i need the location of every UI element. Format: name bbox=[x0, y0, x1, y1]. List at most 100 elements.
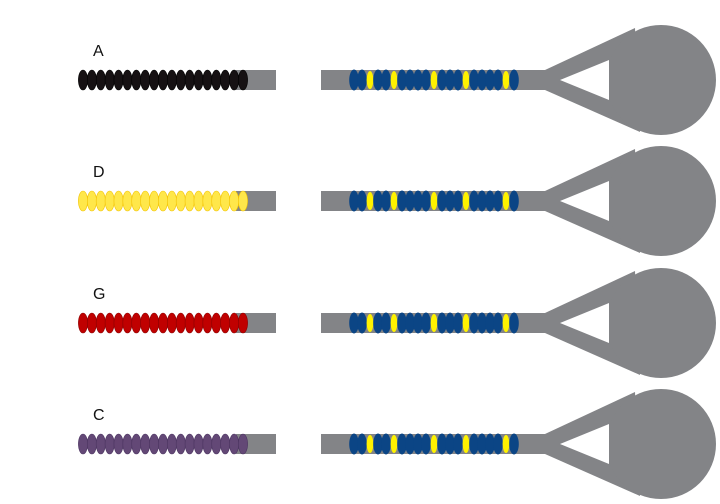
right-bead-blue bbox=[373, 69, 383, 91]
left-bead bbox=[238, 433, 248, 455]
left-bead bbox=[140, 190, 151, 212]
left-bead bbox=[202, 312, 213, 334]
left-bead bbox=[95, 312, 106, 334]
right-bead-blue bbox=[421, 190, 431, 212]
right-bead-yellow bbox=[390, 192, 398, 210]
right-bead-blue bbox=[437, 312, 447, 334]
right-bead-blue bbox=[469, 433, 479, 455]
right-bead-blue bbox=[397, 312, 407, 334]
loop-gap bbox=[560, 303, 609, 343]
right-bead-blue bbox=[493, 312, 503, 334]
left-bead bbox=[220, 190, 231, 212]
left-bead bbox=[166, 312, 177, 334]
left-bead bbox=[184, 312, 195, 334]
right-bead-blue bbox=[373, 312, 383, 334]
right-bead-blue bbox=[397, 433, 407, 455]
left-bead bbox=[175, 433, 186, 455]
right-bead-blue bbox=[349, 69, 359, 91]
left-bead bbox=[158, 433, 168, 455]
right-bead-blue bbox=[509, 433, 519, 455]
right-bead-blue bbox=[349, 190, 359, 212]
left-bead bbox=[193, 190, 204, 212]
right-bead-blue bbox=[357, 312, 367, 334]
right-bead-blue bbox=[413, 190, 423, 212]
left-bead bbox=[131, 190, 142, 212]
right-bead-blue bbox=[469, 312, 479, 334]
left-bead bbox=[238, 312, 248, 334]
left-bead bbox=[113, 433, 124, 455]
left-bead bbox=[104, 312, 115, 334]
left-bead bbox=[184, 190, 195, 212]
right-bead-blue bbox=[349, 312, 359, 334]
right-bead-yellow bbox=[366, 192, 374, 210]
left-bead bbox=[140, 433, 151, 455]
right-bead-blue bbox=[413, 433, 423, 455]
right-bead-blue bbox=[413, 312, 423, 334]
left-bead bbox=[149, 69, 160, 91]
left-bead bbox=[113, 190, 124, 212]
row-label: C bbox=[93, 407, 105, 424]
left-bead bbox=[78, 312, 88, 334]
loop-gap bbox=[560, 181, 609, 221]
left-bead bbox=[211, 312, 222, 334]
right-bead-blue bbox=[509, 69, 519, 91]
left-bead bbox=[122, 433, 133, 455]
left-bead bbox=[122, 190, 133, 212]
right-bead-blue bbox=[421, 69, 431, 91]
right-bead-blue bbox=[445, 190, 455, 212]
right-bead-blue bbox=[509, 190, 519, 212]
right-bead-yellow bbox=[462, 192, 470, 210]
left-bead bbox=[202, 190, 213, 212]
left-bead bbox=[140, 312, 151, 334]
left-bead bbox=[149, 190, 160, 212]
row-label: G bbox=[93, 286, 105, 303]
loop-head bbox=[606, 25, 716, 135]
right-bead-yellow bbox=[366, 435, 374, 453]
right-bead-blue bbox=[445, 312, 455, 334]
left-bead bbox=[131, 69, 142, 91]
right-bead-blue bbox=[453, 190, 463, 212]
left-bead bbox=[175, 69, 186, 91]
left-bead bbox=[202, 433, 213, 455]
left-bead bbox=[238, 190, 248, 212]
right-bead-blue bbox=[397, 190, 407, 212]
right-bead-blue bbox=[413, 69, 423, 91]
left-bead bbox=[158, 312, 168, 334]
left-bead bbox=[149, 312, 160, 334]
right-bead-blue bbox=[357, 433, 367, 455]
left-bead bbox=[78, 69, 88, 91]
right-bead-yellow bbox=[366, 71, 374, 89]
right-bead-blue bbox=[453, 69, 463, 91]
right-bead-blue bbox=[485, 190, 495, 212]
row-g: G bbox=[78, 268, 716, 378]
left-bead bbox=[86, 69, 97, 91]
left-bead bbox=[104, 69, 115, 91]
left-bead bbox=[184, 433, 195, 455]
left-bead bbox=[193, 433, 204, 455]
right-bead-blue bbox=[477, 69, 487, 91]
left-bead bbox=[193, 312, 204, 334]
right-bead-blue bbox=[405, 69, 415, 91]
right-bead-blue bbox=[477, 190, 487, 212]
loop-gap bbox=[560, 60, 609, 100]
right-bead-blue bbox=[357, 190, 367, 212]
left-bead bbox=[211, 69, 222, 91]
right-bead-blue bbox=[485, 69, 495, 91]
loop-head bbox=[606, 389, 716, 499]
left-bead bbox=[149, 433, 160, 455]
right-bead-blue bbox=[493, 69, 503, 91]
left-bead bbox=[86, 433, 97, 455]
right-bead-blue bbox=[485, 312, 495, 334]
right-bead-blue bbox=[381, 190, 391, 212]
right-bead-yellow bbox=[502, 192, 510, 210]
left-bead bbox=[166, 190, 177, 212]
left-bead bbox=[238, 69, 248, 91]
right-bead-blue bbox=[453, 433, 463, 455]
left-bead bbox=[175, 312, 186, 334]
left-bead bbox=[175, 190, 186, 212]
right-bead-yellow bbox=[462, 435, 470, 453]
left-bead bbox=[113, 69, 124, 91]
left-bead bbox=[220, 312, 231, 334]
right-bead-yellow bbox=[366, 314, 374, 332]
